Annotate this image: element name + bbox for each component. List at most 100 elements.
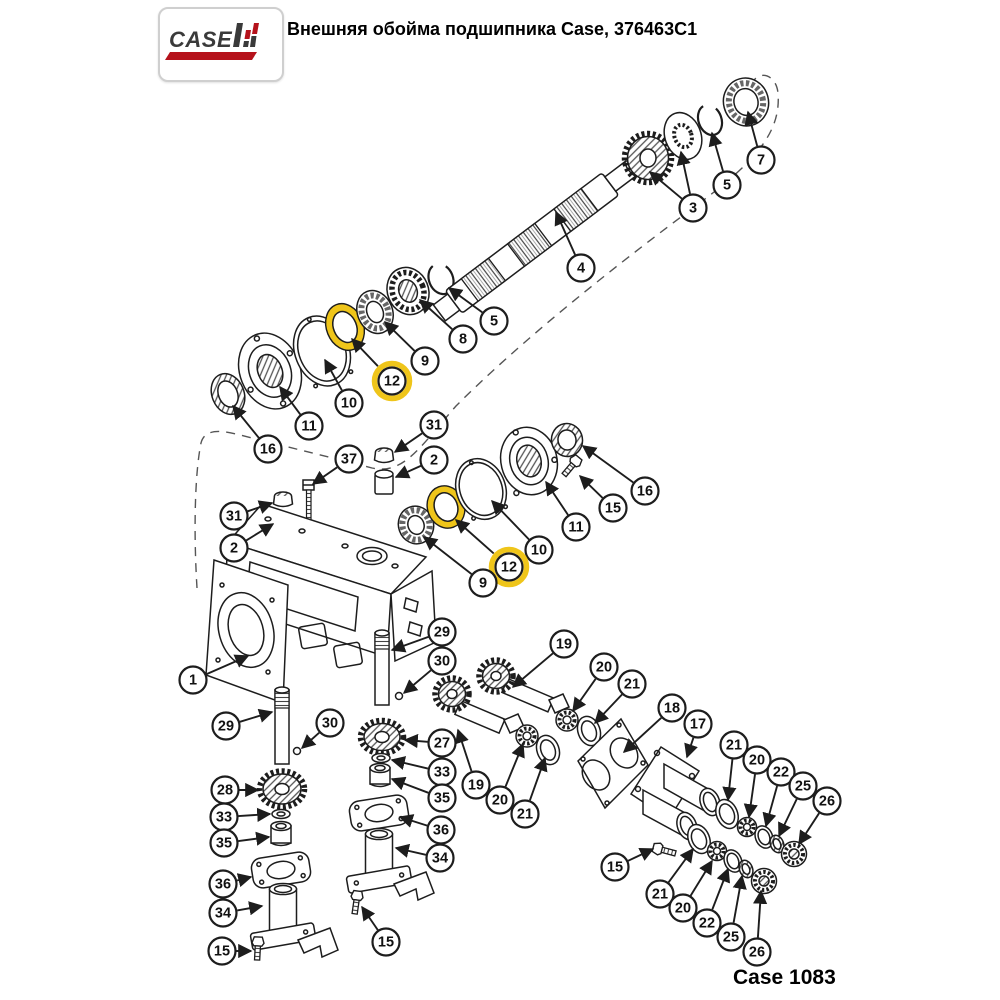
part-bearing-20-row1 — [736, 816, 758, 838]
callout-35: 35 — [390, 776, 457, 813]
part-pto-shaft-19-lower — [432, 675, 526, 735]
part-ring-22-row1 — [754, 825, 774, 849]
callout-21: 21 — [594, 669, 647, 725]
callout-35: 35 — [209, 828, 271, 858]
part-cylinder-2-top — [374, 469, 394, 495]
callout-37: 37 — [311, 444, 364, 485]
callout-36: 36 — [398, 814, 456, 845]
svg-text:16: 16 — [260, 442, 276, 458]
svg-text:15: 15 — [214, 944, 230, 960]
svg-text:9: 9 — [479, 576, 487, 592]
svg-text:20: 20 — [492, 793, 508, 809]
callout-5: 5 — [708, 131, 742, 200]
part-seal-16-lower — [550, 422, 584, 458]
callout-21: 21 — [719, 730, 749, 802]
callout-16: 16 — [232, 404, 283, 464]
svg-text:10: 10 — [341, 396, 357, 412]
svg-text:2: 2 — [230, 541, 238, 557]
svg-text:19: 19 — [468, 778, 484, 794]
svg-text:2: 2 — [430, 453, 438, 469]
callout-28: 28 — [210, 775, 260, 805]
callout-26: 26 — [742, 889, 772, 967]
callout-20: 20 — [572, 652, 619, 713]
callout-15: 15 — [361, 905, 401, 957]
callout-31: 31 — [393, 410, 449, 453]
svg-text:8: 8 — [459, 332, 467, 348]
svg-text:11: 11 — [568, 520, 583, 536]
callout-11: 11 — [545, 480, 591, 542]
logo-case-text: CASE — [169, 27, 233, 52]
callout-10: 10 — [324, 358, 364, 418]
svg-text:25: 25 — [795, 779, 811, 795]
part-bracket-34-left — [249, 882, 339, 959]
callout-27: 27 — [403, 728, 457, 758]
callout-16: 16 — [581, 445, 660, 506]
ih-mark-icon — [233, 23, 259, 47]
callout-15: 15 — [600, 848, 655, 882]
svg-text:20: 20 — [675, 901, 691, 917]
svg-text:15: 15 — [605, 501, 621, 517]
svg-text:17: 17 — [690, 717, 706, 733]
svg-text:31: 31 — [426, 418, 442, 434]
part-gasket-36-mid — [348, 794, 410, 832]
svg-text:3: 3 — [689, 201, 697, 217]
callout-20: 20 — [485, 742, 525, 815]
svg-text:15: 15 — [607, 860, 623, 876]
svg-text:20: 20 — [596, 660, 612, 676]
callout-30: 30 — [402, 646, 457, 694]
callout-17: 17 — [683, 709, 713, 759]
svg-text:12: 12 — [384, 374, 400, 390]
callout-29: 29 — [390, 617, 457, 653]
svg-text:7: 7 — [757, 153, 765, 169]
part-nut-26-row1 — [780, 840, 808, 868]
svg-text:21: 21 — [652, 887, 668, 903]
part-bushing-35-mid — [369, 762, 391, 788]
page-title: Внешняя обойма подшипника Case, 376463C1 — [287, 19, 698, 39]
svg-text:37: 37 — [341, 452, 357, 468]
svg-text:19: 19 — [556, 637, 572, 653]
callout-34: 34 — [208, 898, 264, 928]
part-seal-16-upper — [210, 372, 246, 416]
part-bearing-20-upper — [555, 708, 579, 732]
svg-text:1: 1 — [189, 673, 197, 689]
part-pto-shaft-19-upper — [476, 657, 571, 714]
callout-8: 8 — [418, 299, 478, 354]
callout-31: 31 — [219, 500, 274, 531]
callout-12: 12 — [454, 519, 530, 588]
callout-21: 21 — [645, 847, 694, 909]
svg-text:30: 30 — [322, 716, 338, 732]
part-cap-31-top — [373, 447, 395, 464]
part-seal-25-row1 — [769, 834, 785, 854]
svg-text:22: 22 — [699, 916, 715, 932]
part-washer-33-left — [271, 808, 291, 820]
part-cover-17 — [629, 745, 721, 841]
part-bearing-cone-9-lower — [397, 505, 435, 545]
part-bolt-15-chain — [558, 452, 585, 480]
part-cap-31-left — [272, 491, 294, 508]
callout-15: 15 — [207, 936, 253, 966]
callout-22: 22 — [692, 867, 731, 938]
callout-19: 19 — [455, 728, 491, 800]
callout-1: 1 — [178, 654, 250, 695]
part-housing-1 — [205, 503, 437, 705]
callout-7: 7 — [744, 110, 776, 175]
svg-text:35: 35 — [434, 791, 450, 807]
callout-21: 21 — [510, 756, 548, 829]
svg-text:36: 36 — [215, 877, 231, 893]
part-ring-22-row2 — [723, 849, 743, 873]
callout-25: 25 — [716, 874, 747, 952]
svg-text:4: 4 — [577, 261, 585, 277]
part-coupling-8 — [386, 266, 430, 316]
svg-text:18: 18 — [664, 701, 680, 717]
svg-text:21: 21 — [726, 738, 742, 754]
part-shaft-29-mid — [374, 629, 390, 706]
callout-29: 29 — [211, 708, 274, 741]
callout-12: 12 — [351, 337, 413, 402]
callout-22: 22 — [762, 757, 796, 828]
callout-9: 9 — [383, 321, 440, 376]
svg-text:26: 26 — [819, 794, 835, 810]
svg-text:21: 21 — [624, 677, 640, 693]
logo-underline — [165, 52, 257, 60]
